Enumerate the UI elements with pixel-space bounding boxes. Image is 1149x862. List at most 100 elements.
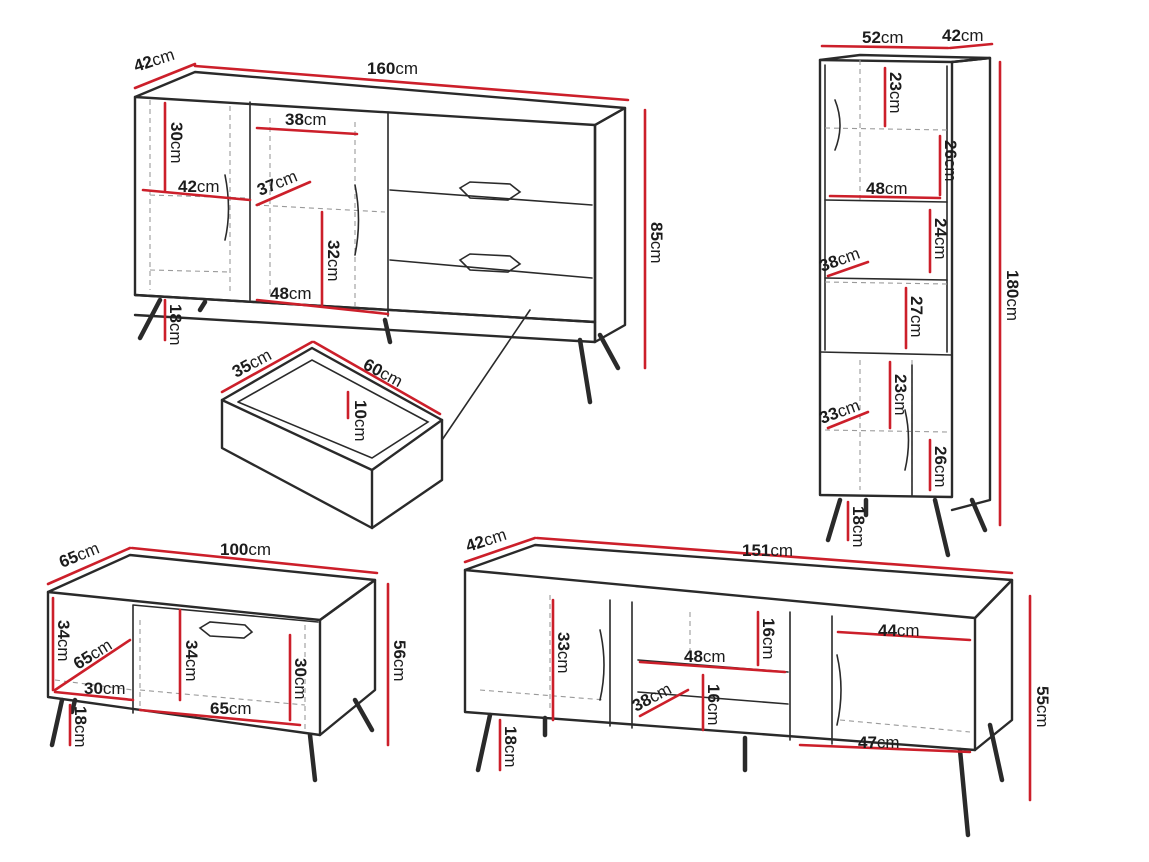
coffee-table-height-label: 56cm [390, 640, 409, 682]
tv-stand-section-lines [609, 599, 833, 745]
sideboard-height-label: 85cm [647, 222, 666, 264]
bookcase-legs [825, 497, 988, 558]
coffee-table-right-h-label: 30cm [291, 658, 310, 700]
coffee-table-inner-depth-label: 65cm [70, 635, 115, 673]
bookcase-inner-walls [824, 64, 948, 353]
drawer-front [220, 398, 374, 530]
coffee-table-shelf-depth-label: 30cm [84, 679, 126, 698]
sideboard-shelf-depth-line [141, 188, 252, 202]
sideboard-leg-label: 18cm [166, 304, 185, 346]
tv-stand-top-h-label: 16cm [759, 618, 778, 660]
coffee-table-drawer-handle [198, 621, 254, 639]
tv-stand-leg-label: 18cm [501, 726, 520, 768]
bookcase-h2-label: 26cm [941, 140, 960, 182]
bookcase-h3-label: 24cm [931, 218, 950, 260]
coffee-table-left-h-label: 34cm [54, 620, 73, 662]
tv-stand-inner-depth-line [638, 688, 690, 718]
bookcase-h1-label: 23cm [886, 72, 905, 114]
coffee-table-top [46, 553, 377, 622]
coffee-table [46, 546, 390, 783]
sideboard-drawer-lines [389, 189, 593, 279]
tv-stand-bottom-width-label: 47cm [858, 733, 900, 752]
bookcase-h4-label: 27cm [907, 296, 926, 338]
drawer-width-label: 60cm [360, 355, 406, 391]
tv-stand-top [463, 543, 1014, 620]
bookcase-width-label: 52cm [862, 28, 904, 47]
bookcase-depth-label: 42cm [942, 26, 984, 45]
coffee-table-legs [49, 697, 375, 783]
sideboard-front [133, 95, 597, 324]
coffee-table-inner-h-label: 34cm [182, 640, 201, 682]
bookcase-shelves [819, 199, 953, 356]
sideboard-inner-width-line [255, 126, 359, 136]
tv-stand-low-h-label: 16cm [704, 684, 723, 726]
coffee-table-depth-line [46, 546, 132, 586]
coffee-table-leg-label: 18cm [71, 706, 90, 748]
sideboard-bottom-width-label: 48cm [270, 284, 312, 303]
drawer-height-label: 10cm [351, 400, 370, 442]
tv-stand-left-h-label: 33cm [554, 632, 573, 674]
bookcase-depth-line [948, 42, 994, 50]
sideboard-depth-label: 42cm [131, 45, 176, 76]
tv-stand-width-line [535, 536, 1014, 575]
bookcase-handles [834, 99, 910, 471]
drawer-inner-rim [237, 359, 430, 459]
sideboard-depth-line [133, 62, 197, 90]
bookcase-inner-depth-line [826, 260, 870, 278]
tv-stand-drawer-width-label: 44cm [878, 621, 920, 640]
coffee-table-bottom-width-label: 65cm [210, 699, 252, 718]
sideboard-inner-width-label: 38cm [285, 110, 327, 129]
tv-stand-depth-label: 42cm [463, 525, 508, 556]
bookcase-inner-width-label: 48cm [866, 179, 908, 198]
coffee-table-width-line [130, 546, 379, 575]
coffee-table-shelf-depth-line [53, 690, 135, 702]
tv-stand-side [973, 578, 1014, 752]
tv-stand-legs [475, 712, 1005, 838]
bookcase-door-depth-line [826, 410, 870, 430]
sideboard-bottom-width-line [255, 298, 390, 316]
tv-stand-handles [599, 629, 842, 726]
tv-stand-width-label: 151cm [742, 541, 793, 560]
sideboard-width-line [193, 64, 630, 102]
coffee-table-depth-label: 65cm [56, 539, 102, 572]
tv-stand-drawer-width-line [836, 630, 972, 642]
tv-stand [463, 536, 1032, 838]
bookcase [818, 42, 1002, 558]
sideboard-plinth [133, 293, 597, 344]
bookcase-leg-label: 18cm [849, 506, 868, 548]
sideboard-inner-depth-line [255, 180, 312, 207]
bookcase-h5-label: 23cm [891, 374, 910, 416]
sideboard [133, 62, 647, 405]
tv-stand-depth-line [463, 536, 537, 564]
sideboard-drawer-handle-2 [458, 253, 522, 273]
coffee-table-bottom-width-line [138, 708, 302, 727]
bookcase-side [950, 56, 992, 512]
tv-stand-mid-width-line [638, 660, 787, 674]
coffee-table-front [46, 590, 322, 737]
bookcase-width-line [820, 44, 950, 50]
bookcase-inner-width-line [828, 194, 942, 200]
sideboard-shelf-h-label: 32cm [324, 240, 343, 282]
sideboard-shelf-top-label: 30cm [167, 122, 186, 164]
sideboard-inner-depth-label: 37cm [254, 167, 300, 200]
coffee-table-side [318, 578, 377, 737]
sideboard-side [593, 106, 627, 344]
drawer-depth-line [220, 340, 314, 394]
drawer-callout-line [441, 309, 531, 441]
bookcase-h6-label: 26cm [931, 446, 950, 488]
tv-stand-mid-width-label: 48cm [684, 647, 726, 666]
coffee-table-width-label: 100cm [220, 540, 271, 559]
coffee-table-inner-depth-line [53, 638, 132, 692]
bookcase-height-label: 180cm [1003, 270, 1022, 321]
coffee-table-opening [132, 604, 319, 714]
tv-stand-height-label: 55cm [1033, 686, 1052, 728]
sideboard-shelf-depth-label: 42cm [178, 177, 220, 196]
tv-stand-front [463, 568, 977, 752]
sideboard-width-label: 160cm [367, 59, 418, 78]
tv-stand-bottom-width-line [798, 743, 972, 754]
drawer [220, 309, 531, 530]
sideboard-drawer-handle-1 [458, 181, 522, 201]
drawer-width-line [312, 340, 442, 416]
